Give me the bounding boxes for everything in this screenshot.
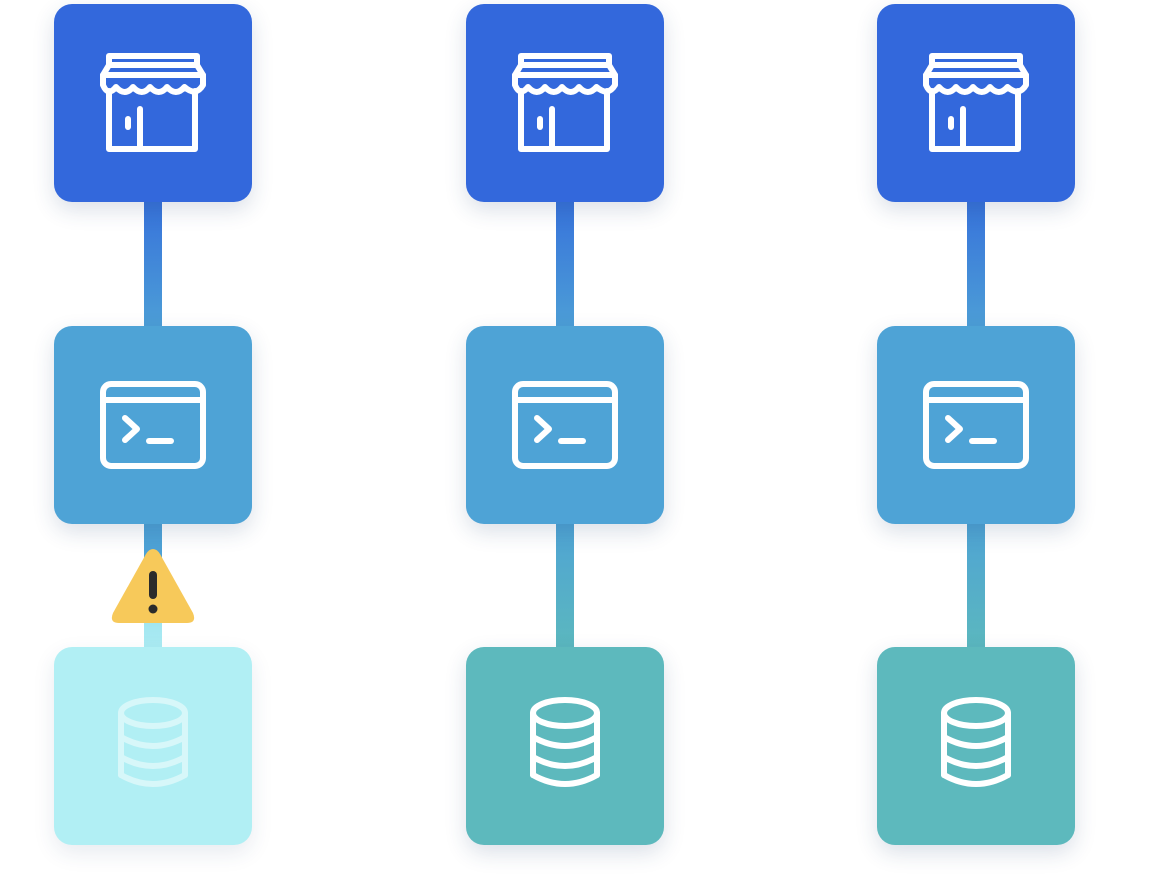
database-node (466, 647, 664, 845)
connector-terminal-database (967, 515, 985, 655)
store-icon (97, 51, 209, 155)
store-node (54, 4, 252, 202)
warning-icon (111, 549, 195, 623)
pipeline-column-1 (54, 0, 252, 880)
store-icon (509, 51, 621, 155)
terminal-icon (97, 378, 209, 472)
terminal-icon (509, 378, 621, 472)
connector-store-terminal (144, 195, 162, 335)
terminal-icon (920, 378, 1032, 472)
pipeline-column-3 (877, 0, 1075, 880)
connector-terminal-database (556, 515, 574, 655)
store-node (877, 4, 1075, 202)
pipeline-column-2 (466, 0, 664, 880)
terminal-node (54, 326, 252, 524)
store-icon (920, 51, 1032, 155)
connector-store-terminal (556, 195, 574, 335)
database-icon (525, 695, 605, 797)
database-icon (936, 695, 1016, 797)
connector-store-terminal (967, 195, 985, 335)
database-node (877, 647, 1075, 845)
database-node-degraded (54, 647, 252, 845)
terminal-node (877, 326, 1075, 524)
terminal-node (466, 326, 664, 524)
store-node (466, 4, 664, 202)
database-icon (113, 695, 193, 797)
